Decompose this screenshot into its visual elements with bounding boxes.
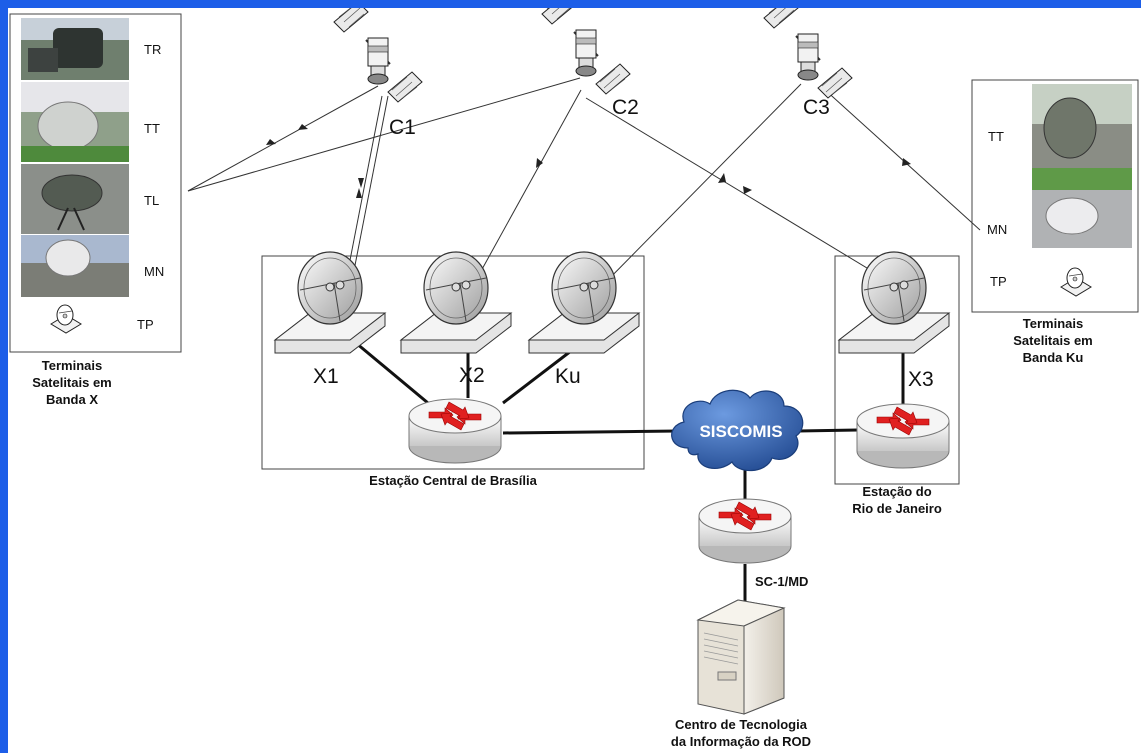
band-x-terminal-tr: TR xyxy=(144,42,161,57)
satellite-c2 xyxy=(541,8,631,95)
satellite-c1 xyxy=(333,8,423,103)
antenna-x3 xyxy=(838,251,950,354)
antenna-x3-label: X3 xyxy=(908,368,934,391)
band-x-terminal-tl: TL xyxy=(144,193,159,208)
satellite-c3-label: C3 xyxy=(803,96,830,119)
band-x-terminal-tt: TT xyxy=(144,121,160,136)
antenna-ku-label: Ku xyxy=(555,365,581,388)
rio-station-caption-line1: Estação do xyxy=(862,484,931,499)
antenna-x1-label: X1 xyxy=(313,365,339,388)
band-x-caption-line3: Banda X xyxy=(46,392,98,407)
antenna-x2-label: X2 xyxy=(459,364,485,387)
router-rio xyxy=(856,403,950,469)
band-x-photos xyxy=(21,18,129,297)
band-x-terminal-mn: MN xyxy=(144,264,164,279)
rio-station-caption-line2: Rio de Janeiro xyxy=(852,501,942,516)
link-direction-arrows xyxy=(266,124,911,198)
band-x-tp-icon xyxy=(50,304,82,334)
sc1-link-label: SC-1/MD xyxy=(755,574,808,589)
satellite-c2-label: C2 xyxy=(612,96,639,119)
datacenter-caption-line2: da Informação da ROD xyxy=(671,734,811,749)
siscomis-cloud xyxy=(671,389,804,472)
satellite-c1-label: C1 xyxy=(389,116,416,139)
band-ku-terminal-mn: MN xyxy=(987,222,1007,237)
band-ku-photos xyxy=(1032,84,1132,248)
antenna-x2 xyxy=(400,251,512,354)
band-x-terminals-box xyxy=(9,13,182,353)
band-x-caption-line1: Terminais xyxy=(42,358,102,373)
band-ku-terminal-tp: TP xyxy=(990,274,1007,289)
satellite-links xyxy=(187,77,981,292)
band-ku-terminal-tt: TT xyxy=(988,129,1004,144)
network-diagram: C1 C2 C3 X1 X2 Ku X3 SISCOMIS xyxy=(9,8,1139,749)
antenna-ku xyxy=(528,251,640,354)
router-sc1 xyxy=(698,498,792,564)
band-ku-caption-line2: Satelitais em xyxy=(1013,333,1093,348)
datacenter-caption-line1: Centro de Tecnologia xyxy=(675,717,808,732)
brasilia-station-caption: Estação Central de Brasília xyxy=(369,473,537,488)
satellite-c3 xyxy=(763,8,853,99)
router-brasilia xyxy=(408,398,502,464)
band-ku-tp-icon xyxy=(1060,267,1092,297)
datacenter-server xyxy=(696,599,786,715)
siscomis-label: SISCOMIS xyxy=(699,422,782,441)
band-ku-caption-line1: Terminais xyxy=(1023,316,1083,331)
antenna-x1 xyxy=(274,251,386,354)
band-x-terminal-tp: TP xyxy=(137,317,154,332)
band-ku-terminals-box xyxy=(971,79,1139,313)
diagram-canvas: C1 C2 C3 X1 X2 Ku X3 SISCOMIS xyxy=(8,8,1141,753)
band-ku-caption-line3: Banda Ku xyxy=(1023,350,1084,365)
band-x-caption-line2: Satelitais em xyxy=(32,375,112,390)
